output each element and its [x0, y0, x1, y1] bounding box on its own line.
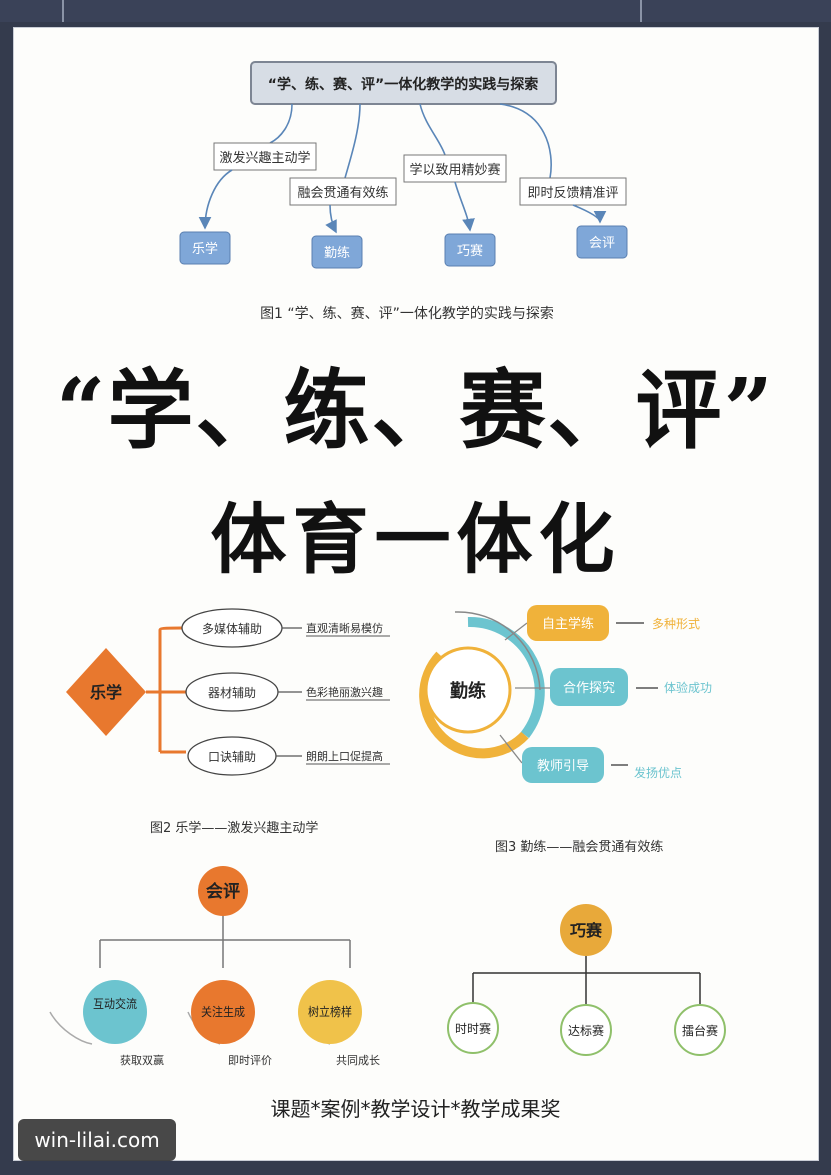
fig4-child: 互动交流 [93, 996, 137, 1011]
fig5-child: 时时赛 [455, 1021, 491, 1036]
fig1-mid-label: 融会贯通有效练 [297, 186, 388, 201]
top-bar [0, 0, 831, 22]
fig4-child: 关注生成 [201, 1004, 245, 1019]
fig4-note: 即时评价 [228, 1054, 272, 1067]
fig3-note: 多种形式 [652, 617, 700, 631]
fig4-root: 会评 [206, 881, 240, 902]
figure-5: 巧赛 时时赛 达标赛 擂台赛 [447, 904, 726, 1056]
watermark-label: win-lilai.com [18, 1119, 176, 1161]
fig1-mid-box [213, 142, 317, 171]
fig1-leaf-label: 会评 [589, 236, 615, 251]
top-divider [62, 0, 64, 22]
top-divider [640, 0, 642, 22]
fig1-leaf-label: 巧赛 [457, 243, 483, 259]
fig5-child: 擂台赛 [682, 1023, 718, 1038]
figure-3: 勤练 自主学练 合作探究 教师引导 多种形式 体验成功 发扬优点 图3 勤练——… [419, 605, 712, 855]
fig2-center-label: 乐学 [90, 683, 122, 702]
fig1-mid-box [519, 177, 627, 206]
fig3-branch-box [522, 747, 604, 783]
fig1-mid-label: 学以致用精妙赛 [409, 162, 500, 178]
fig5-root: 巧赛 [570, 921, 603, 940]
fig2-branch: 多媒体辅助 [202, 622, 262, 636]
fig4-note: 获取双赢 [120, 1053, 164, 1067]
fig5-child: 达标赛 [568, 1023, 604, 1038]
fig3-note: 发扬优点 [634, 765, 682, 780]
fig3-branch: 合作探究 [563, 681, 615, 696]
fig1-mid-label: 激发兴趣主动学 [219, 150, 310, 166]
fig4-note: 共同成长 [336, 1054, 380, 1067]
fig2-note: 直观清晰易模仿 [306, 621, 383, 635]
fig3-note: 体验成功 [664, 680, 712, 695]
fig1-root-text: “学、练、赛、评”一体化教学的实践与探索 [268, 76, 538, 93]
fig3-caption: 图3 勤练——融会贯通有效练 [495, 840, 663, 855]
fig1-leaf-label: 乐学 [192, 241, 218, 257]
fig2-center-diamond [66, 648, 146, 736]
fig1-mid-box [289, 177, 397, 206]
fig3-branch: 教师引导 [537, 758, 589, 774]
fig1-leaf-box [311, 235, 363, 269]
fig2-note: 朗朗上口促提高 [306, 749, 383, 763]
fig2-caption: 图2 乐学——激发兴趣主动学 [150, 820, 318, 836]
fig1-leaf-box [576, 225, 628, 259]
fig1-leaf-box [444, 233, 496, 267]
fig3-branch-box [527, 605, 609, 641]
fig3-branch: 自主学练 [542, 616, 594, 632]
fig2-branch: 器材辅助 [208, 686, 256, 700]
document-page [14, 28, 818, 1160]
fig1-root-box [250, 61, 557, 105]
figure-4: 会评 互动交流 关注生成 树立榜样 获取双赢 即时评价 共同成长 [49, 866, 380, 1067]
fig1-mid-label: 即时反馈精准评 [527, 186, 618, 201]
headline-subtitle: 体育一体化 [210, 495, 621, 584]
fig4-child: 树立榜样 [308, 1004, 352, 1019]
headline-title: “学、练、赛、评” [56, 360, 775, 461]
fig2-branch: 口诀辅助 [208, 750, 256, 764]
fig2-note: 色彩艳丽激兴趣 [306, 685, 383, 699]
fig1-caption: 图1 “学、练、赛、评”一体化教学的实践与探索 [260, 305, 554, 322]
figure-1: “学、练、赛、评”一体化教学的实践与探索 激发兴趣主动学 融会贯通有效练 学以致… [179, 61, 628, 322]
fig1-leaf-box [179, 231, 231, 265]
figure-2: 乐学 多媒体辅助 器材辅助 口诀辅助 直观清晰易模仿 色彩艳丽激兴趣 朗朗上口促… [66, 608, 390, 836]
fig1-leaf-label: 勤练 [324, 246, 350, 261]
footer-text: 课题*案例*教学设计*教学成果奖 [270, 1097, 561, 1121]
fig3-center-label: 勤练 [450, 680, 486, 702]
fig3-branch-box [550, 668, 628, 706]
